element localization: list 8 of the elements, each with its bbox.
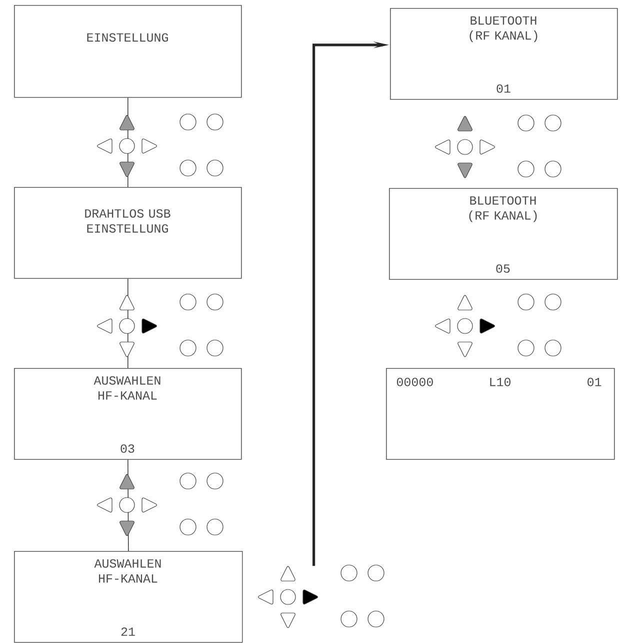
display-box: BLUETOOTH (RF KANAL) 01 (390, 8, 618, 100)
display-box: AUSWAHLEN HF-KANAL 21 (14, 551, 243, 643)
display-box: AUSWAHLEN HF-KANAL 03 (14, 368, 242, 460)
display-box: EINSTELLUNG (14, 5, 242, 98)
display-box: 00000 L10 01 (386, 368, 615, 460)
display-box: DRAHTLOS USB EINSTELLUNG (14, 187, 242, 279)
connector-line (128, 459, 129, 552)
display-box: BLUETOOTH (RF KANAL) 05 (389, 188, 618, 280)
